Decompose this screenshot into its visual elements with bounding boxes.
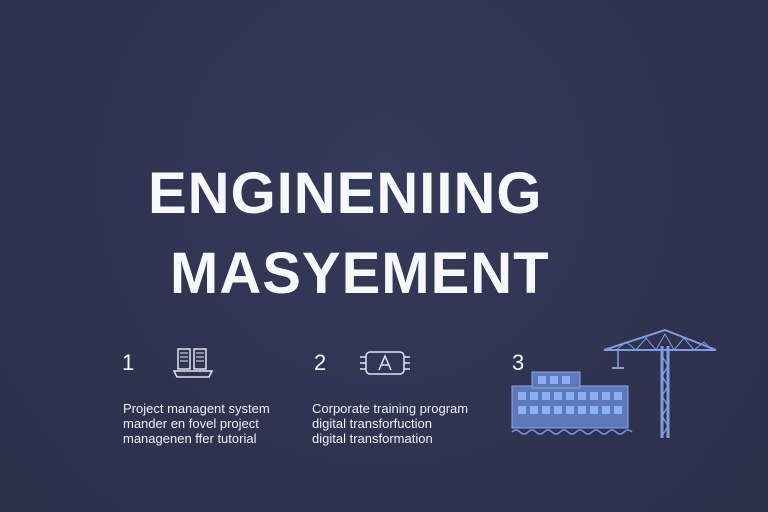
step-2-description: Corporate training program digital trans… bbox=[312, 401, 482, 446]
step-1-line-2: mander en fovel project bbox=[123, 416, 259, 431]
step-1-line-1: Project managent system bbox=[123, 401, 270, 416]
step-1-line-3: managenen ffer tutorial bbox=[123, 431, 257, 446]
step-2-line-2: digital transforfuction bbox=[312, 416, 432, 431]
step-2-line-3: digital transformation bbox=[312, 431, 433, 446]
title-line-2: MASYEMENT bbox=[170, 241, 550, 306]
step-number-1: 1 bbox=[122, 350, 135, 375]
step-2-line-1: Corporate training program bbox=[312, 401, 469, 416]
construction-crane-building-icon bbox=[508, 326, 726, 444]
step-1-description: Project managent system mander en fovel … bbox=[123, 401, 283, 446]
laptop-book-icon bbox=[170, 343, 216, 383]
step-number-2: 2 bbox=[314, 350, 327, 375]
title-line-1: ENGINENIING bbox=[148, 161, 543, 226]
chip-icon bbox=[358, 346, 412, 380]
step-number-3: 3 bbox=[512, 350, 525, 375]
